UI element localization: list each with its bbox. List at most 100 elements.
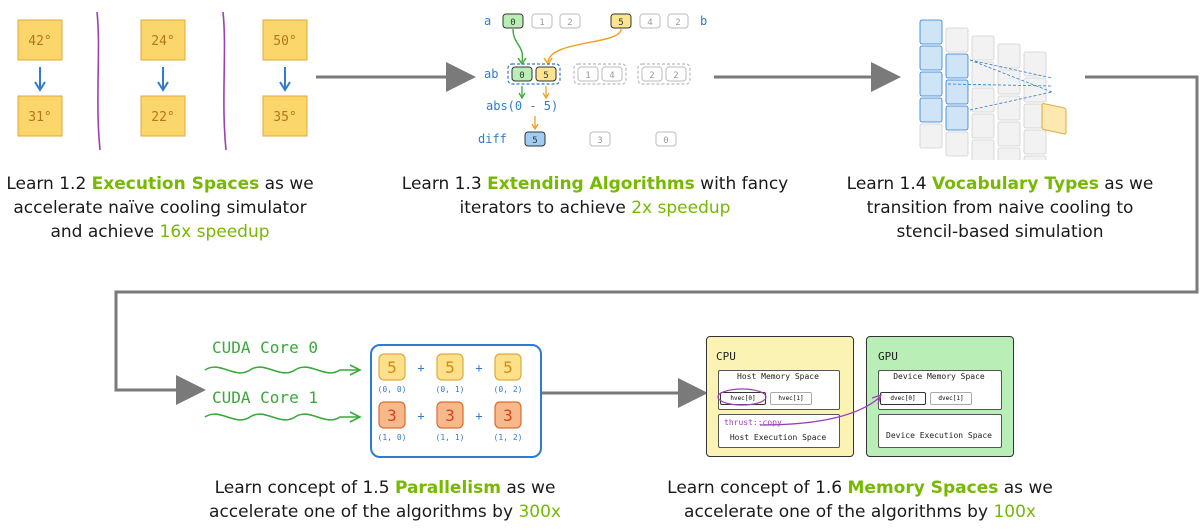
speedup-2x: 2x speedup [631, 198, 731, 218]
b-cell-0 [610, 13, 632, 29]
device-execution-label: Device Execution Space [886, 431, 992, 440]
highlight-parallelism: Parallelism [394, 478, 501, 498]
caption-execution-spaces: Learn 1.2 Execution Spaces as we acceler… [6, 174, 314, 242]
speedup-300x: 300x [518, 502, 561, 522]
device-memory-label: Device Memory Space [893, 372, 985, 381]
temp-bottom-0: 31° [28, 110, 51, 125]
stencil-cell [1023, 129, 1047, 155]
caption-extending-algorithms: Learn 1.3 Extending Algorithms with fanc… [401, 174, 789, 218]
stencil-cell [919, 19, 943, 45]
svg-text:2: 2 [675, 18, 680, 28]
stencil-cell [997, 95, 1021, 121]
cpu-label: CPU [716, 350, 736, 363]
stencil-cell [971, 139, 995, 160]
core-thread-squiggles [204, 364, 362, 423]
label-b: b [700, 14, 707, 28]
cooling-arrow-2 [279, 67, 291, 92]
svg-text:5: 5 [532, 136, 537, 146]
hvec-1: hvec[1] [770, 392, 812, 405]
temp-top-1: 24° [151, 34, 174, 49]
gpu-label: GPU [878, 350, 898, 363]
dvec-0: dvec[0] [880, 392, 926, 405]
divider-1 [96, 11, 101, 151]
svg-text:0: 0 [510, 18, 515, 28]
highlight-execution-spaces: Execution Spaces [91, 174, 260, 194]
grid-index-0-0: (0, 0) [378, 385, 407, 394]
grid-cell-0-0 [378, 353, 406, 381]
stencil-cell [945, 27, 969, 53]
caption-vocabulary-types: Learn 1.4 Vocabulary Types as we transit… [846, 174, 1154, 242]
stencil-cell [1023, 155, 1047, 160]
ab-tuple-0 [507, 63, 561, 85]
plus-sign: + [417, 361, 424, 375]
plus-sign: + [417, 409, 424, 423]
thrust-copy-label: thrust::copy [724, 418, 782, 427]
stencil-cell [997, 43, 1021, 69]
stencil-cell [997, 121, 1021, 147]
grid-cell-1-2 [494, 401, 522, 429]
temp-top-0: 42° [28, 34, 51, 49]
stencil-cell [945, 131, 969, 157]
highlight-extending-algorithms: Extending Algorithms [487, 174, 695, 194]
stencil-cell [971, 87, 995, 113]
host-execution-label: Host Execution Space [729, 433, 827, 442]
svg-text:5: 5 [543, 71, 548, 81]
grid-value-0-1: 5 [445, 358, 455, 377]
dvec-1: dvec[1] [930, 392, 972, 405]
speedup-16x: 16x speedup [159, 222, 270, 242]
arrow-b-to-ab [547, 28, 622, 63]
panel-vocabulary-types-diagram [919, 19, 1067, 160]
svg-text:5: 5 [618, 18, 623, 28]
caption-memory-spaces: Learn concept of 1.6 Memory Spaces as we… [667, 478, 1053, 522]
host-memory-label: Host Memory Space [737, 372, 819, 381]
host-memory-space [718, 370, 840, 410]
cooling-arrow-0 [34, 67, 46, 92]
temp-tile-bottom-0 [17, 95, 63, 137]
stencil-cell [919, 71, 943, 97]
arrow-a-to-ab [512, 28, 524, 63]
temp-top-2: 50° [273, 34, 296, 49]
svg-text:0: 0 [663, 136, 668, 146]
highlight-vocabulary-types: Vocabulary Types [932, 174, 1099, 194]
b-cell-1 [639, 13, 661, 29]
a-cell-1 [531, 13, 553, 29]
temp-tile-bottom-1 [140, 95, 186, 137]
stencil-cell [997, 69, 1021, 95]
diff-cell-2 [655, 131, 677, 147]
temp-tile-top-2 [262, 19, 308, 61]
stencil-cell [919, 97, 943, 123]
diff-cell-0 [524, 131, 546, 147]
label-a: a [484, 14, 491, 28]
parallel-grid [370, 344, 542, 458]
temp-tile-top-1 [140, 19, 186, 61]
grid-index-1-1: (1, 1) [436, 433, 465, 442]
divider-2 [222, 11, 227, 151]
a-cell-0 [502, 13, 524, 29]
label-ab: ab [484, 67, 498, 81]
grid-cell-1-0 [378, 401, 406, 429]
grid-value-1-2: 3 [503, 406, 513, 425]
svg-text:2: 2 [673, 71, 678, 81]
host-execution-space [718, 414, 840, 448]
panel-execution-spaces-diagram: 42°31°24°22°50°35° [17, 11, 308, 151]
plus-sign: + [475, 409, 482, 423]
stencil-cell [971, 61, 995, 87]
svg-text:4: 4 [647, 18, 652, 28]
grid-cell-0-1 [436, 353, 464, 381]
cooling-arrow-1 [157, 67, 169, 92]
label-diff: diff [478, 132, 507, 146]
device-execution-space [878, 414, 1002, 448]
temp-bottom-2: 35° [273, 110, 296, 125]
stencil-cell [1023, 77, 1047, 103]
grid-index-1-0: (1, 0) [378, 433, 407, 442]
label-abs: abs(0 - 5) [486, 99, 558, 113]
b-cell-2 [667, 13, 689, 29]
cuda-core-0-label: CUDA Core 0 [212, 338, 318, 357]
grid-cell-1-1 [436, 401, 464, 429]
stencil-target-cell [1041, 103, 1067, 135]
stencil-cell [971, 113, 995, 139]
thrust-copy-arrow [717, 388, 882, 426]
stencil-cell [919, 123, 943, 149]
temp-tile-bottom-2 [262, 95, 308, 137]
speedup-100x: 100x [993, 502, 1036, 522]
